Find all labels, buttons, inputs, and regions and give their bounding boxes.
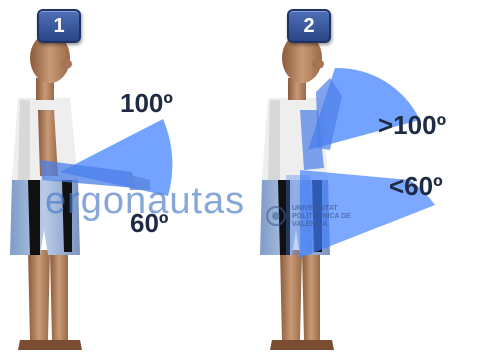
panel-2-upper-angle-label: >100º bbox=[378, 110, 446, 141]
university-watermark: UNIVERSITAT POLITÈCNICA DE VALÈNCIA bbox=[292, 205, 362, 229]
ergonautas-watermark: ergonautas bbox=[45, 180, 245, 223]
panel-1-upper-angle-label: 100º bbox=[120, 88, 173, 119]
panel-1-badge: 1 bbox=[37, 9, 81, 43]
panel-2-lower-angle-label: <60º bbox=[389, 171, 443, 202]
panel-2-badge: 2 bbox=[287, 9, 331, 43]
